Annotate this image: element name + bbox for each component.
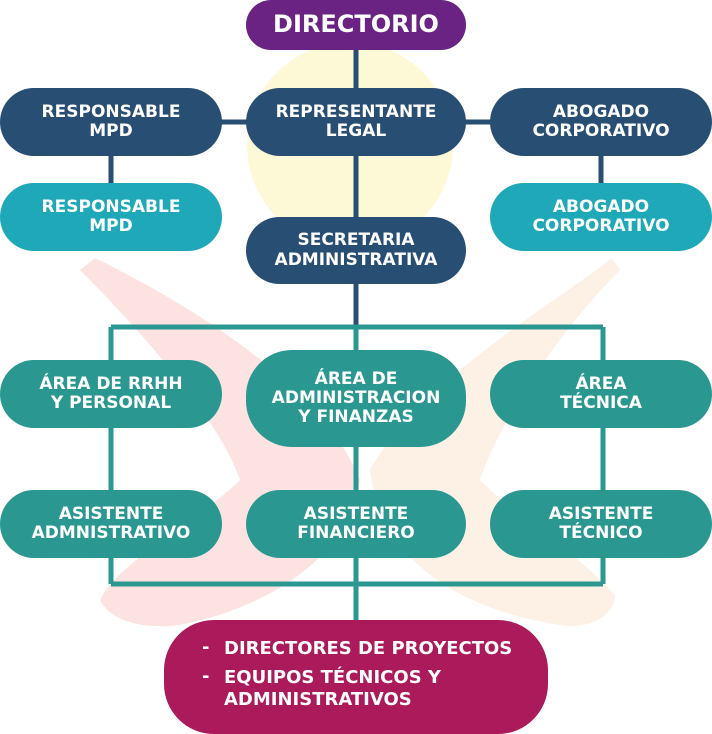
node-asistente-administrativo: ASISTENTE ADMNISTRATIVO: [0, 490, 222, 558]
node-asistente-tecnico: ASISTENTE TÉCNICO: [490, 490, 712, 558]
node-asistente-administrativo-label: ASISTENTE ADMNISTRATIVO: [31, 503, 191, 543]
node-directores-equipos: - DIRECTORES DE PROYECTOS - EQUIPOS TÉCN…: [164, 620, 548, 734]
node-asistente-financiero: ASISTENTE FINANCIERO: [246, 490, 466, 558]
node-secretaria-administrativa-label: SECRETARIA ADMINISTRATIVA: [274, 230, 438, 270]
node-area-administracion-finanzas-label: ÁREA DE ADMINISTRACION Y FINANZAS: [271, 368, 441, 428]
node-responsable-mpd-secondary-label: RESPONSABLE MPD: [41, 196, 181, 236]
node-responsable-mpd-secondary: RESPONSABLE MPD: [0, 183, 222, 251]
node-abogado-corporativo-primary: ABOGADO CORPORATIVO: [490, 88, 712, 156]
node-asistente-financiero-label: ASISTENTE FINANCIERO: [297, 503, 415, 543]
node-asistente-tecnico-label: ASISTENTE TÉCNICO: [548, 503, 654, 543]
node-area-rrhh: ÁREA DE RRHH Y PERSONAL: [0, 360, 222, 428]
node-directorio: DIRECTORIO: [246, 0, 466, 50]
node-area-tecnica: ÁREA TÉCNICA: [490, 360, 712, 428]
list-item: - DIRECTORES DE PROYECTOS: [202, 637, 548, 661]
node-responsable-mpd-primary: RESPONSABLE MPD: [0, 88, 222, 156]
node-directorio-label: DIRECTORIO: [273, 10, 439, 39]
bullet-dash: -: [202, 637, 210, 658]
node-abogado-corporativo-secondary-label: ABOGADO CORPORATIVO: [532, 196, 670, 236]
node-representante-legal: REPRESENTANTE LEGAL: [246, 88, 466, 156]
node-abogado-corporativo-primary-label: ABOGADO CORPORATIVO: [532, 101, 670, 141]
node-responsable-mpd-primary-label: RESPONSABLE MPD: [41, 101, 181, 141]
node-area-rrhh-label: ÁREA DE RRHH Y PERSONAL: [39, 373, 183, 413]
node-area-administracion-finanzas: ÁREA DE ADMINISTRACION Y FINANZAS: [246, 350, 466, 447]
bullet-dash: -: [202, 665, 210, 687]
list-item-label: DIRECTORES DE PROYECTOS: [224, 638, 513, 659]
node-abogado-corporativo-secondary: ABOGADO CORPORATIVO: [490, 183, 712, 251]
list-item-label: EQUIPOS TÉCNICOS Y ADMINISTRATIVOS: [224, 666, 441, 711]
node-representante-legal-label: REPRESENTANTE LEGAL: [275, 101, 437, 141]
list-item: - EQUIPOS TÉCNICOS Y ADMINISTRATIVOS: [202, 665, 548, 712]
node-secretaria-administrativa: SECRETARIA ADMINISTRATIVA: [246, 217, 466, 284]
node-area-tecnica-label: ÁREA TÉCNICA: [560, 373, 642, 413]
